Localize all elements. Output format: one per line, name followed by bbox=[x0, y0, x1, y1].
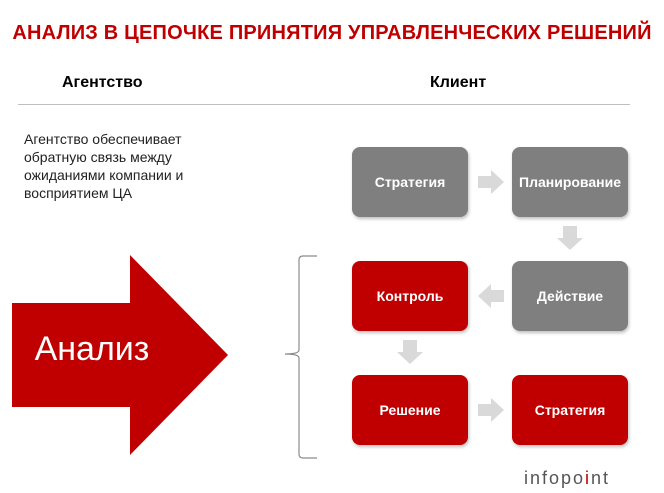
analysis-arrow-label: Анализ bbox=[34, 330, 150, 368]
arrow-down-icon bbox=[397, 340, 423, 364]
step-decision: Решение bbox=[352, 375, 468, 445]
arrow-right-icon bbox=[478, 170, 504, 194]
column-header-client: Клиент bbox=[430, 74, 487, 91]
logo-text-accent: i bbox=[585, 468, 592, 488]
step-strategy-initial: Стратегия bbox=[352, 147, 468, 217]
arrow-right-icon bbox=[478, 398, 504, 422]
step-strategy-final: Стратегия bbox=[512, 375, 628, 445]
step-action: Действие bbox=[512, 261, 628, 331]
agency-description: Агентство обеспечивает обратную связь ме… bbox=[24, 131, 184, 201]
logo-text-end: nt bbox=[591, 468, 611, 488]
step-planning: Планирование bbox=[512, 147, 628, 217]
logo-text-main: infopo bbox=[524, 468, 586, 488]
infopoint-logo: infopoint bbox=[524, 468, 610, 489]
analysis-arrow-shape bbox=[12, 255, 228, 455]
arrow-down-icon bbox=[557, 226, 583, 250]
bracket-brace bbox=[284, 255, 317, 459]
page-title: АНАЛИЗ В ЦЕПОЧКЕ ПРИНЯТИЯ УПРАВЛЕНЧЕСКИХ… bbox=[12, 22, 652, 44]
header-divider bbox=[18, 104, 630, 105]
arrow-left-icon bbox=[478, 284, 504, 308]
column-header-agency: Агентство bbox=[62, 74, 143, 91]
step-control: Контроль bbox=[352, 261, 468, 331]
